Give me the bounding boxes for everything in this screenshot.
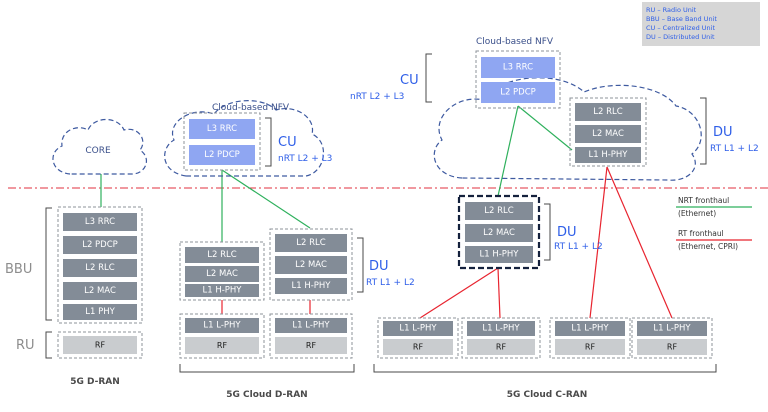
cloud-c-ran-ru2: L1 L-PHY RF: [461, 317, 541, 359]
legend-line-du: DU – Distributed Unit: [646, 33, 715, 41]
cloud-c-ran-cu-bracket: [425, 53, 432, 103]
svg-text:L2 MAC: L2 MAC: [483, 228, 515, 238]
svg-text:L1 L-PHY: L1 L-PHY: [292, 321, 330, 331]
core-label: CORE: [85, 146, 111, 156]
bbu-bracket: [45, 207, 52, 321]
svg-text:L1 H-PHY: L1 H-PHY: [202, 286, 242, 296]
cloud-c-ran-cu: L3 RRC L2 PDCP: [475, 50, 561, 109]
cloud-d-ran-bracket: [179, 364, 355, 373]
svg-text:RF: RF: [667, 343, 678, 352]
legend-line-cu: CU – Centralized Unit: [646, 24, 715, 32]
svg-text:L3 RRC: L3 RRC: [503, 63, 533, 73]
d-ran-bbu-stack: L3 RRC L2 PDCP L2 RLC L2 MAC L1 PHY: [57, 206, 143, 324]
svg-text:RF: RF: [413, 343, 424, 352]
nrt-fronthaul-title: NRT fronthaul: [678, 196, 729, 205]
svg-text:L2 RLC: L2 RLC: [296, 238, 325, 248]
nrt-fronthaul-sub: (Ethernet): [678, 209, 716, 218]
cloud-d-ran-ru1: L1 L-PHY RF: [179, 313, 265, 359]
rt-link-edge-ru1: [419, 267, 499, 319]
cloud-d-ran-du-bracket: [357, 237, 364, 293]
rt-link-cloud-ru3: [589, 166, 608, 319]
legend-line-ru: RU – Radio Unit: [646, 6, 697, 14]
svg-text:L1 H-PHY: L1 H-PHY: [588, 150, 628, 160]
d-ran-cloud-nfv: [164, 100, 325, 177]
svg-text:L2 RLC: L2 RLC: [85, 263, 114, 273]
svg-text:RF: RF: [95, 341, 106, 350]
svg-text:L1 L-PHY: L1 L-PHY: [653, 324, 691, 334]
ru-bracket: [45, 331, 52, 359]
cloud-d-ran-cu-bracket: [265, 117, 272, 167]
cloud-c-ran-ru1: L1 L-PHY RF: [377, 317, 459, 359]
svg-text:L2 MAC: L2 MAC: [206, 269, 238, 279]
rt-link-edge-ru2: [497, 267, 501, 319]
d-ran-title: 5G D-RAN: [70, 377, 120, 387]
nrt-link-cu-du-edge: [497, 105, 519, 197]
svg-text:L2 MAC: L2 MAC: [295, 260, 327, 270]
svg-text:L1 L-PHY: L1 L-PHY: [203, 321, 241, 331]
nrt-link-cu-du-cloud: [517, 105, 573, 151]
cloud-d-ran-du-label: DU: [369, 259, 389, 274]
nrt-link-cu-du2: [221, 169, 311, 229]
cloud-d-ran-du1: L2 RLC L2 MAC L1 H-PHY: [179, 241, 265, 301]
cloud-c-ran-title: 5G Cloud C-RAN: [507, 390, 588, 400]
svg-text:L3 RRC: L3 RRC: [207, 124, 237, 134]
cloud-c-ran-ru3: L1 L-PHY RF: [549, 317, 631, 359]
d-ran-cloud-label: Cloud-based NFV: [212, 103, 290, 113]
cloud-d-ran-cu: L3 RRC L2 PDCP: [183, 112, 261, 171]
fronthaul-legend: NRT fronthaul (Ethernet) RT fronthaul (E…: [676, 196, 752, 251]
svg-text:L2 RLC: L2 RLC: [207, 250, 236, 260]
svg-text:L1 H-PHY: L1 H-PHY: [291, 281, 331, 291]
svg-text:L1 L-PHY: L1 L-PHY: [482, 324, 520, 334]
connections: [100, 105, 673, 319]
svg-text:L2 MAC: L2 MAC: [84, 286, 116, 296]
core-cloud: [52, 118, 148, 175]
legend-line-bbu: BBU – Base Band Unit: [646, 15, 717, 23]
cloud-c-ran-ru4: L1 L-PHY RF: [631, 317, 713, 359]
svg-text:L2 PDCP: L2 PDCP: [204, 150, 240, 160]
cloud-c-ran-edge-du-label: DU: [557, 225, 577, 240]
cloud-d-ran-du2: L2 RLC L2 MAC L1 H-PHY: [269, 228, 353, 301]
cloud-c-ran-edge-bracket: [544, 203, 551, 261]
svg-text:RF: RF: [585, 343, 596, 352]
svg-text:L1 PHY: L1 PHY: [85, 307, 115, 317]
cloud-d-ran-title: 5G Cloud D-RAN: [226, 390, 307, 400]
cloud-c-ran-du-label: DU: [713, 125, 733, 140]
svg-text:L2 MAC: L2 MAC: [592, 129, 624, 139]
svg-text:RF: RF: [217, 341, 228, 350]
cloud-d-ran-cu-label: CU: [278, 135, 297, 150]
svg-text:L2 PDCP: L2 PDCP: [500, 88, 536, 98]
svg-text:RF: RF: [496, 343, 507, 352]
rt-fronthaul-sub: (Ethernet, CPRI): [678, 242, 738, 251]
svg-text:L1 L-PHY: L1 L-PHY: [571, 324, 609, 334]
ru-side-label: RU: [16, 338, 35, 353]
svg-text:L1 H-PHY: L1 H-PHY: [479, 250, 519, 260]
svg-text:RF: RF: [306, 341, 317, 350]
cloud-c-ran-du-sub: RT L1 + L2: [710, 144, 759, 154]
rt-link-cloud-ru4: [606, 166, 673, 319]
cloud-c-ran-bracket: [373, 364, 717, 373]
svg-text:L2 PDCP: L2 PDCP: [82, 240, 118, 250]
cloud-c-ran-du-cloud: L2 RLC L2 MAC L1 H-PHY: [569, 97, 647, 167]
cloud-c-ran-edge-du-sub: RT L1 + L2: [554, 242, 603, 252]
cloud-c-ran-du-bracket: [700, 97, 707, 165]
cloud-d-ran-cu-sub: nRT L2 + L3: [278, 154, 332, 164]
cloud-d-ran-ru2: L1 L-PHY RF: [269, 313, 353, 359]
rt-fronthaul-title: RT fronthaul: [678, 229, 724, 238]
svg-text:L1 L-PHY: L1 L-PHY: [399, 324, 437, 334]
d-ran-ru: RF: [57, 331, 143, 359]
svg-text:L2 RLC: L2 RLC: [484, 206, 513, 216]
cloud-c-ran-cu-label: CU: [400, 73, 419, 88]
c-ran-cloud-label: Cloud-based NFV: [476, 37, 554, 47]
legend: RU – Radio Unit BBU – Base Band Unit CU …: [642, 2, 760, 46]
svg-text:L3 RRC: L3 RRC: [85, 217, 115, 227]
cloud-d-ran-du-sub: RT L1 + L2: [366, 278, 415, 288]
bbu-side-label: BBU: [5, 262, 32, 277]
c-ran-cloud-nfv: [433, 77, 702, 181]
svg-text:L2 RLC: L2 RLC: [593, 107, 622, 117]
cloud-c-ran-cu-sub: nRT L2 + L3: [350, 92, 404, 102]
cloud-c-ran-du-edge: L2 RLC L2 MAC L1 H-PHY: [457, 194, 541, 270]
